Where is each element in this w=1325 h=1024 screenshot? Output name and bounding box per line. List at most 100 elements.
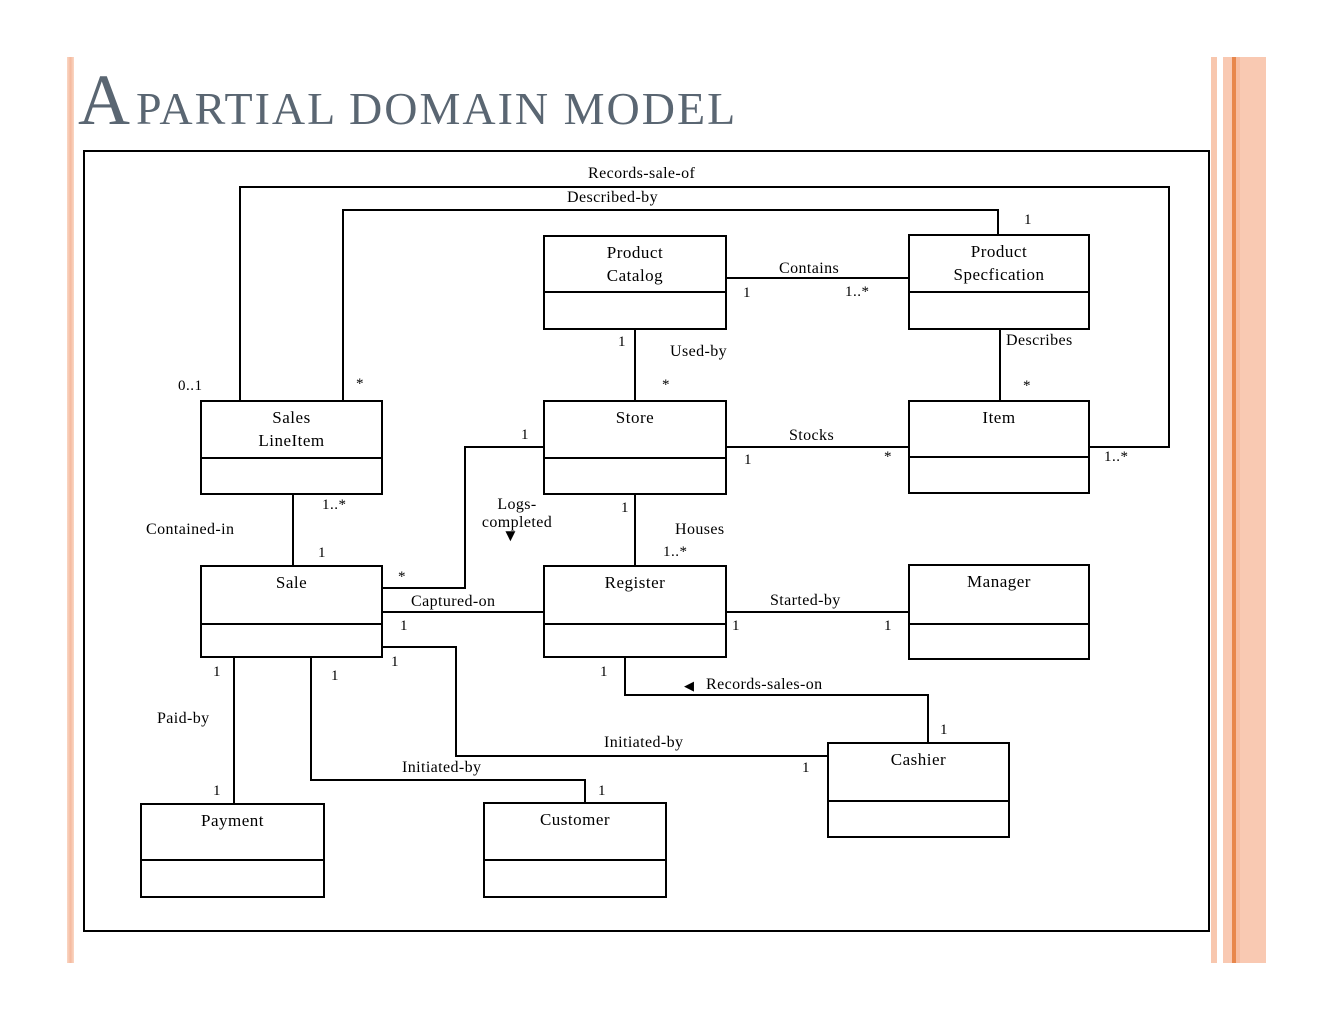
mult-captured-on-at-sale: 1: [400, 618, 408, 634]
mult-used-by-at-store: *: [662, 377, 670, 393]
line-initiated-by-customer-v2: [584, 779, 586, 804]
class-name-manager: Manager: [910, 566, 1088, 625]
class-attributes-manager: [910, 625, 1088, 717]
line-described-by-v1: [342, 209, 344, 400]
mult-logs-completed-at-sale: *: [398, 569, 406, 585]
label-contains: Contains: [779, 260, 840, 277]
class-attributes-sale: [202, 625, 381, 714]
line-records-sales-on-v1: [624, 658, 626, 696]
label-used-by: Used-by: [670, 343, 728, 360]
class-box-store: Store: [543, 400, 727, 495]
mult-houses-at-store: 1: [621, 500, 629, 516]
line-paid-by: [233, 658, 235, 803]
mult-stocks-at-item: *: [884, 449, 892, 465]
line-contains: [727, 277, 908, 279]
line-records-sale-of-h2: [1090, 446, 1170, 448]
line-logs-completed-h2: [383, 587, 466, 589]
label-records-sale-of: Records-sale-of: [588, 165, 696, 182]
mult-described-by-at-sales-line-item: *: [356, 376, 364, 392]
right-accent-stripe-thin: [1211, 57, 1217, 963]
line-initiated-by-cashier-h2: [455, 755, 827, 757]
right-accent-stripe-wide: [1223, 57, 1266, 963]
class-box-manager: Manager: [908, 564, 1090, 660]
class-box-payment: Payment: [140, 803, 325, 898]
line-logs-completed-v1: [464, 446, 466, 589]
line-houses: [634, 495, 636, 565]
line-initiated-by-cashier-h1: [383, 646, 457, 648]
class-attributes-item: [910, 458, 1088, 548]
line-initiated-by-cashier-v1: [455, 646, 457, 757]
label-logs-completed: Logs- completed: [481, 496, 553, 531]
class-name-cashier: Cashier: [829, 744, 1008, 802]
class-name-register: Register: [545, 567, 725, 625]
mult-records-sale-of-at-item: 1..*: [1104, 449, 1129, 465]
mult-described-by-at-product-specification: 1: [1024, 212, 1032, 228]
label-describes: Describes: [1006, 332, 1073, 349]
class-box-register: Register: [543, 565, 727, 658]
mult-stocks-at-store: 1: [744, 452, 752, 468]
page-title-rest: partial domain model: [136, 83, 738, 134]
line-used-by: [634, 330, 636, 400]
class-name-product-specification: Product Specfication: [910, 236, 1088, 293]
class-attributes-cashier: [829, 802, 1008, 894]
mult-houses-at-register: 1..*: [663, 544, 688, 560]
label-initiated-by-cashier: Initiated-by: [604, 734, 684, 751]
class-attributes-register: [545, 625, 725, 714]
class-box-product-specification: Product Specfication: [908, 234, 1090, 330]
class-box-product-catalog: Product Catalog: [543, 235, 727, 330]
mult-initiated-by-customer-at-customer: 1: [598, 783, 606, 799]
mult-describes-at-item: *: [1023, 378, 1031, 394]
page-title-initial: A: [78, 60, 130, 140]
mult-paid-by-at-sale: 1: [213, 664, 221, 680]
line-described-by-v2: [997, 209, 999, 235]
line-initiated-by-customer-h1: [310, 779, 586, 781]
line-records-sale-of-v1: [239, 186, 241, 400]
label-houses: Houses: [675, 521, 725, 538]
mult-records-sales-on-at-register: 1: [600, 664, 608, 680]
mult-contained-in-at-sales-line-item: 1..*: [322, 497, 347, 513]
line-contained-in: [292, 495, 294, 565]
mult-records-sales-on-at-cashier: 1: [940, 722, 948, 738]
mult-contains-at-product-specification: 1..*: [845, 284, 870, 300]
class-attributes-product-catalog: [545, 293, 725, 384]
line-stocks: [727, 446, 908, 448]
label-contained-in: Contained-in: [146, 521, 235, 538]
records-sales-on-direction-icon: ◀: [684, 678, 694, 693]
class-attributes-payment: [142, 861, 323, 952]
mult-contained-in-at-sale: 1: [318, 545, 326, 561]
class-attributes-customer: [485, 861, 665, 953]
class-name-sale: Sale: [202, 567, 381, 625]
line-initiated-by-customer-v1: [310, 658, 312, 781]
line-started-by: [727, 611, 908, 613]
line-captured-on: [383, 611, 543, 613]
line-records-sales-on-v2: [927, 694, 929, 742]
class-name-product-catalog: Product Catalog: [545, 237, 725, 293]
class-box-item: Item: [908, 400, 1090, 494]
class-name-payment: Payment: [142, 805, 323, 861]
class-name-sales-line-item: Sales LineItem: [202, 402, 381, 459]
class-box-sales-line-item: Sales LineItem: [200, 400, 383, 495]
class-box-cashier: Cashier: [827, 742, 1010, 838]
mult-used-by-at-product-catalog: 1: [618, 334, 626, 350]
label-captured-on: Captured-on: [411, 593, 496, 610]
label-started-by: Started-by: [770, 592, 841, 609]
mult-paid-by-at-payment: 1: [213, 783, 221, 799]
label-described-by: Described-by: [567, 189, 658, 206]
mult-contains-at-product-catalog: 1: [743, 285, 751, 301]
line-records-sale-of-h1: [239, 186, 1170, 188]
label-paid-by: Paid-by: [157, 710, 210, 727]
line-described-by-h1: [342, 209, 999, 211]
label-records-sales-on: Records-sales-on: [706, 676, 823, 693]
mult-initiated-by-customer-at-sale: 1: [331, 668, 339, 684]
logs-completed-direction-icon: ▼: [502, 526, 519, 545]
label-stocks: Stocks: [789, 427, 835, 444]
class-box-customer: Customer: [483, 802, 667, 898]
class-box-sale: Sale: [200, 565, 383, 658]
line-records-sale-of-v2: [1168, 186, 1170, 448]
mult-started-by-at-manager: 1: [884, 618, 892, 634]
left-accent-stripe: [67, 57, 74, 963]
page-title: Apartial domain model: [78, 64, 737, 136]
mult-logs-completed-at-store: 1: [521, 427, 529, 443]
line-logs-completed-h1: [464, 446, 543, 448]
